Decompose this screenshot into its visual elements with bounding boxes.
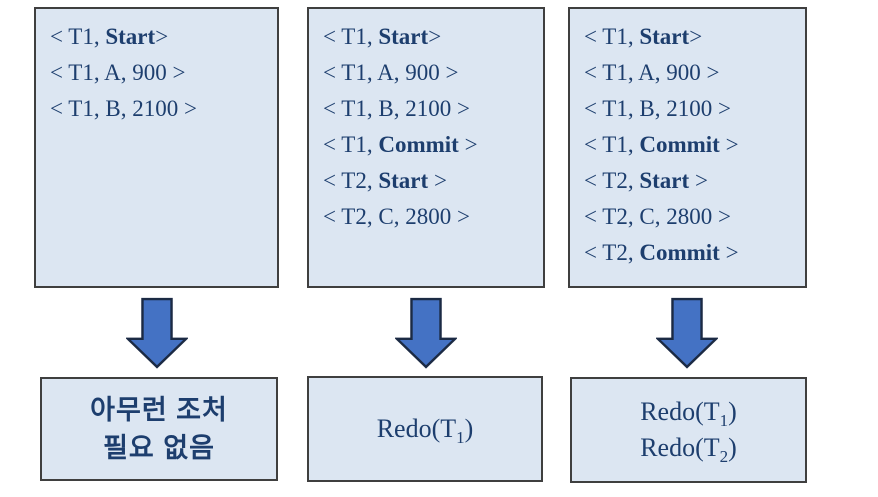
log-entry: < T1, A, 900 > [584, 55, 805, 91]
result-box-redo-t1-t2: Redo(T1) Redo(T2) [570, 377, 807, 483]
log-entry: < T2, C, 2800 > [584, 199, 805, 235]
down-arrow-icon [395, 297, 457, 369]
log-entry-keyword: Start [639, 24, 690, 49]
log-entry-text: > [428, 24, 442, 49]
log-box-case2: < T1, Start> < T1, A, 900 > < T1, B, 210… [307, 7, 545, 288]
log-entry: < T1, A, 900 > [50, 55, 277, 91]
log-entry-keyword: Commit [639, 240, 720, 265]
log-entry-keyword: Start [639, 168, 690, 193]
log-entry-text: > [155, 24, 169, 49]
log-entry-text: < T1, [323, 24, 379, 49]
log-box-case3: < T1, Start> < T1, A, 900 > < T1, B, 210… [568, 7, 807, 288]
log-entry-keyword: Start [378, 168, 429, 193]
log-entry-text: < T1, B, 2100 > [584, 96, 731, 121]
result-subscript: 1 [719, 411, 729, 431]
result-text: 아무런 조처 [90, 395, 228, 425]
result-box-no-action: 아무런 조처 필요 없음 [40, 377, 278, 481]
log-entry: < T2, Start > [323, 163, 543, 199]
log-entry-text: > [428, 168, 447, 193]
log-entry-text: < T1, A, 900 > [584, 60, 720, 85]
result-text: Redo(T [640, 397, 720, 426]
log-entry-text: < T1, [50, 24, 106, 49]
log-entry-text: > [458, 132, 478, 157]
log-entry-keyword: Start [378, 24, 429, 49]
log-entry-text: < T2, [584, 168, 640, 193]
log-box-case1: < T1, Start> < T1, A, 900 > < T1, B, 210… [34, 7, 279, 288]
result-box-redo-t1: Redo(T1) [307, 376, 543, 482]
log-entry-text: < T1, A, 900 > [323, 60, 459, 85]
result-line: Redo(T1) [640, 394, 737, 430]
log-entry: < T1, Start> [323, 19, 543, 55]
log-entry-text: > [689, 24, 703, 49]
log-entry: < T1, Start> [584, 19, 805, 55]
log-entry: < T1, B, 2100 > [584, 91, 805, 127]
log-entry-keyword: Commit [378, 132, 459, 157]
log-entry-text: > [719, 240, 739, 265]
log-entry-text: > [689, 168, 708, 193]
log-entry-text: < T1, [584, 132, 640, 157]
result-line: Redo(T2) [640, 430, 737, 466]
log-entry: < T2, Start > [584, 163, 805, 199]
down-arrow-icon [656, 297, 718, 369]
log-entry-text: < T1, A, 900 > [50, 60, 186, 85]
log-entry: < T1, B, 2100 > [50, 91, 277, 127]
result-text: ) [464, 414, 474, 443]
log-entry-keyword: Commit [639, 132, 720, 157]
log-entry-text: < T1, [584, 24, 640, 49]
log-entry: < T2, Commit > [584, 235, 805, 271]
result-text: ) [728, 397, 737, 426]
result-line: Redo(T1) [377, 411, 474, 447]
log-entry-text: > [719, 132, 739, 157]
log-entry-text: < T1, B, 2100 > [323, 96, 470, 121]
log-entry-text: < T2, [584, 240, 640, 265]
log-entry: < T1, Start> [50, 19, 277, 55]
result-line: 필요 없음 [103, 429, 215, 467]
log-entry-text: < T2, C, 2800 > [584, 204, 731, 229]
result-text: Redo(T [640, 433, 720, 462]
result-subscript: 2 [719, 447, 729, 467]
result-text: Redo(T [376, 414, 457, 443]
result-subscript: 1 [456, 428, 465, 448]
result-line: 아무런 조처 [90, 391, 228, 429]
log-entry: < T1, A, 900 > [323, 55, 543, 91]
log-entry-text: < T1, [323, 132, 379, 157]
log-entry: < T1, Commit > [584, 127, 805, 163]
log-entry-text: < T1, B, 2100 > [50, 96, 197, 121]
log-entry-text: < T2, C, 2800 > [323, 204, 470, 229]
log-entry-text: < T2, [323, 168, 379, 193]
log-entry: < T1, Commit > [323, 127, 543, 163]
down-arrow-icon [126, 297, 188, 369]
log-entry: < T1, B, 2100 > [323, 91, 543, 127]
log-entry-keyword: Start [105, 24, 156, 49]
log-entry: < T2, C, 2800 > [323, 199, 543, 235]
result-text: 필요 없음 [103, 433, 215, 463]
result-text: ) [728, 433, 737, 462]
